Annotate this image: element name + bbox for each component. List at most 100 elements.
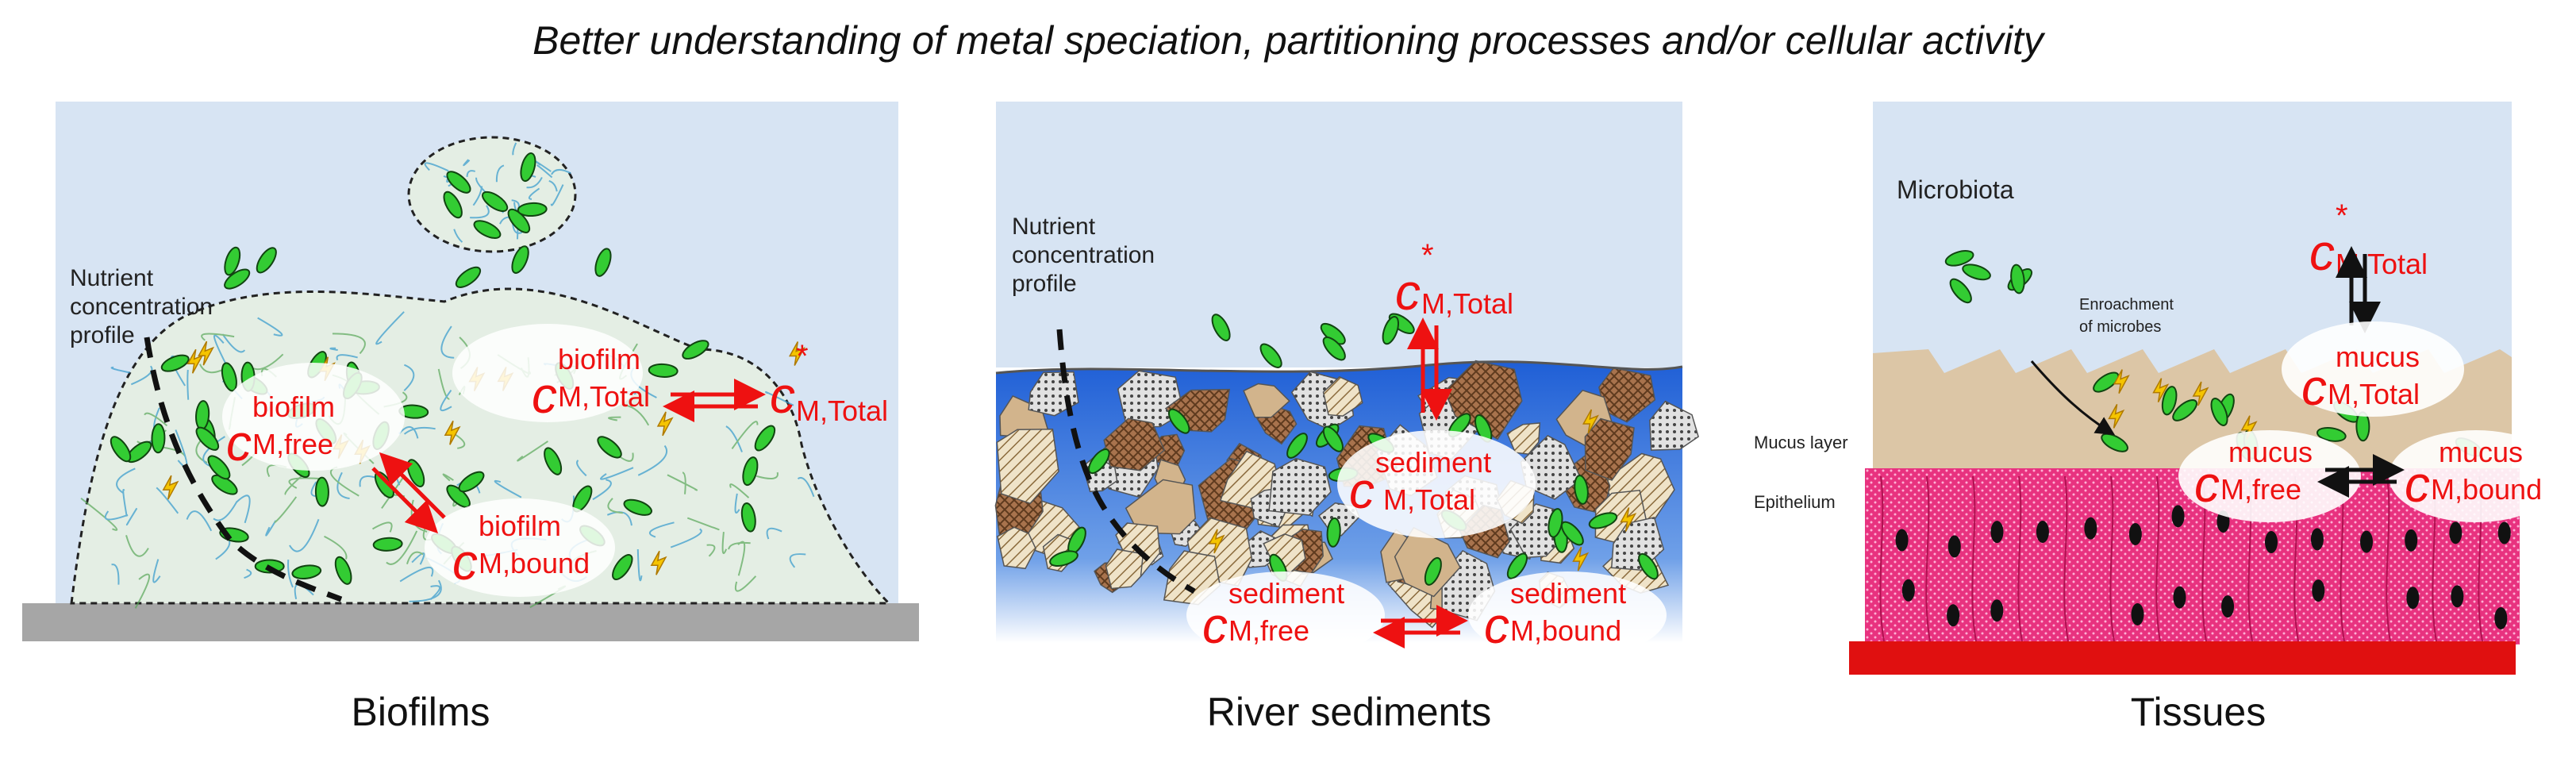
bacterium — [648, 363, 679, 378]
cell-nucleus — [2451, 585, 2464, 608]
sed-nutrient-line1: Nutrient — [1012, 214, 1096, 240]
bacterium — [1588, 512, 1618, 529]
metal-bolt — [1572, 546, 1590, 571]
tis-bulk-star: * — [2336, 198, 2348, 233]
bacterium — [623, 498, 652, 516]
bacterium — [291, 564, 322, 579]
tissue-panel: Microbiota Enroachment of microbes Mucus… — [1754, 102, 2563, 675]
bulk-star: * — [796, 339, 809, 374]
bacterium — [740, 502, 756, 533]
bacterium — [1167, 408, 1190, 434]
bacterium — [372, 537, 403, 552]
cell-nucleus — [2449, 521, 2463, 544]
bacterium — [1506, 552, 1528, 579]
bacterium — [1211, 314, 1231, 341]
cell-nucleus — [2497, 521, 2511, 544]
metal-bolt — [1582, 409, 1599, 434]
enroachment-line2: of microbes — [2079, 318, 2161, 336]
tis-bound-sup: mucus — [2439, 436, 2523, 468]
biofilm-total-sup: biofilm — [558, 343, 640, 375]
cell-nucleus — [1901, 579, 1915, 602]
biofilm-free-sup: biofilm — [252, 391, 335, 423]
nutrient-label-line1: Nutrient — [70, 265, 154, 291]
sediment-grain — [997, 526, 1036, 570]
biofilm-total-sub: M,Total — [558, 380, 650, 413]
bacterium — [224, 268, 251, 290]
bacterium — [1638, 552, 1659, 580]
bacterium — [594, 248, 612, 277]
enroachment-line1: Enroachment — [2079, 296, 2174, 314]
tis-free-sub: M,free — [2220, 473, 2301, 506]
metal-bolt — [198, 341, 215, 366]
bacterium — [110, 436, 132, 463]
tis-bulk-sub: M,Total — [2336, 248, 2428, 280]
svg-text:c: c — [1202, 597, 1228, 654]
tis-total-sub: M,Total — [2328, 378, 2420, 410]
bacterium — [1286, 433, 1308, 459]
caption-tissues: Tissues — [2130, 690, 2266, 734]
bacterium — [446, 171, 471, 194]
bacterium — [195, 426, 220, 451]
bacterium — [211, 474, 238, 495]
sediment-grain — [1649, 400, 1699, 451]
bacterium — [2172, 398, 2197, 421]
c-total-symbol: c — [532, 367, 557, 424]
caption-river-sediments: River sediments — [1206, 690, 1492, 734]
c-bound-symbol: c — [452, 533, 478, 591]
sediment-grain — [1117, 370, 1185, 428]
bacterium — [2210, 398, 2228, 426]
metal-bolt — [162, 475, 179, 500]
caption-biofilms: Biofilms — [351, 690, 490, 734]
bacterium — [544, 447, 563, 475]
nutrient-label-line3: profile — [70, 322, 135, 348]
sed-bulk-sub: M,Total — [1421, 287, 1513, 320]
cell-nucleus — [2036, 521, 2049, 544]
bacterium — [455, 266, 482, 288]
tis-bound-sub: M,bound — [2431, 473, 2542, 506]
svg-text:c: c — [1484, 597, 1509, 654]
metal-bolt — [2240, 415, 2258, 441]
cell-nucleus — [2128, 522, 2142, 545]
bacterium — [1322, 425, 1344, 452]
bacterium — [256, 247, 277, 274]
bacterium — [2010, 264, 2025, 294]
bacterium — [517, 202, 548, 217]
cell-nucleus — [2360, 530, 2374, 553]
cell-nucleus — [2494, 606, 2508, 629]
sediment-grain — [1598, 367, 1656, 423]
svg-text:c: c — [2301, 359, 2327, 416]
bacterium — [314, 476, 329, 507]
sediment-grain — [1394, 526, 1461, 598]
bacterium — [443, 190, 463, 219]
sediment-grain — [996, 429, 1059, 505]
bacterium — [520, 152, 536, 183]
metal-bolt — [1620, 507, 1637, 532]
bacterium — [1088, 448, 1110, 475]
bacterium — [160, 354, 190, 372]
bacterium — [1049, 550, 1078, 567]
sed-nutrient-line3: profile — [1012, 271, 1077, 297]
bacterium — [1944, 250, 1974, 267]
cell-nucleus — [2264, 531, 2278, 554]
bacterium — [221, 362, 237, 392]
bacterium — [682, 340, 709, 360]
metal-bolt — [788, 341, 805, 366]
metal-bolt — [2192, 381, 2209, 406]
sed-free-sub: M,free — [1228, 614, 1309, 647]
bacterium — [2161, 386, 2178, 416]
figure-title: Better understanding of metal speciation… — [533, 18, 2043, 63]
metal-bolt — [2152, 378, 2170, 403]
cell-nucleus — [2310, 528, 2324, 551]
bacterium — [1962, 264, 1991, 281]
cell-nucleus — [2405, 529, 2418, 552]
metal-bolt — [444, 420, 461, 445]
cell-nucleus — [2173, 586, 2186, 609]
metal-bolt — [1208, 529, 1225, 554]
cell-nucleus — [2312, 579, 2325, 602]
bacterium — [1259, 343, 1282, 368]
sed-bulk-star: * — [1421, 238, 1434, 273]
svg-text:c: c — [1349, 462, 1375, 519]
sediment-grain — [1125, 479, 1196, 535]
svg-text:c: c — [1395, 264, 1421, 321]
